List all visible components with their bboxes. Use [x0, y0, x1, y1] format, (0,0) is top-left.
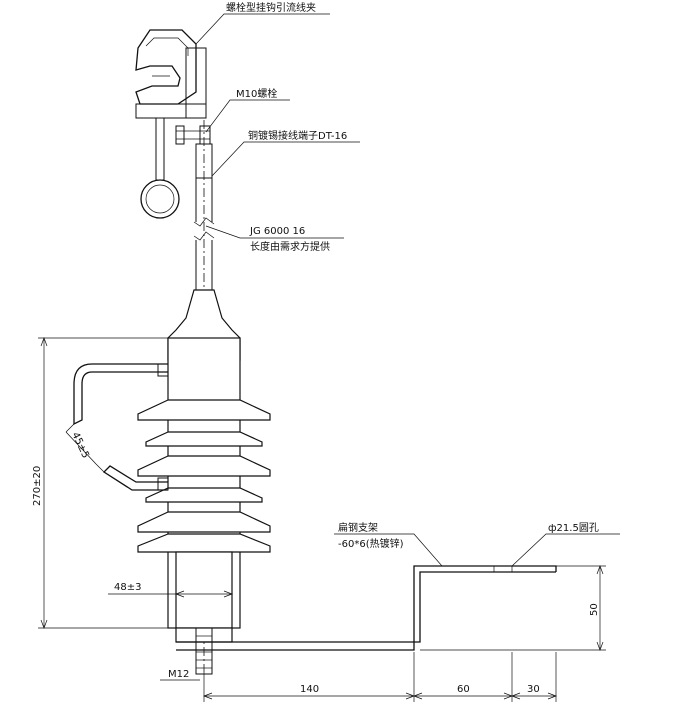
bracket-spec-label: -60*6(热镀锌) — [338, 537, 404, 550]
cable-spec-label: JG 6000 16 — [249, 226, 305, 237]
length-60-dimension: 60 — [457, 684, 470, 695]
arrester-body — [73, 289, 271, 629]
dimension-lines — [38, 337, 606, 702]
hook-clamp — [135, 29, 211, 219]
bracket-name-label: 扁钢支架 — [338, 521, 378, 534]
clamp-label: 螺栓型挂钩引流线夹 — [226, 1, 316, 14]
length-30-dimension: 30 — [527, 684, 540, 695]
base-and-bracket — [175, 565, 557, 675]
diameter-dimension: 48±3 — [114, 582, 141, 593]
bolt-m12-label: M12 — [168, 669, 189, 680]
hole-label: ф21.5圆孔 — [548, 522, 599, 534]
leader-lines — [160, 13, 620, 681]
angle-dimension: 45±5 — [69, 431, 91, 461]
bolt-m10-label: M10螺栓 — [236, 87, 277, 100]
cable-note-label: 长度由需求方提供 — [250, 240, 330, 253]
height-dimension: 270±20 — [32, 466, 43, 506]
terminal-label: 铜镀锡接线端子DT-16 — [248, 129, 347, 142]
length-140-dimension: 140 — [300, 684, 319, 695]
bracket-height-dimension: 50 — [589, 603, 600, 616]
